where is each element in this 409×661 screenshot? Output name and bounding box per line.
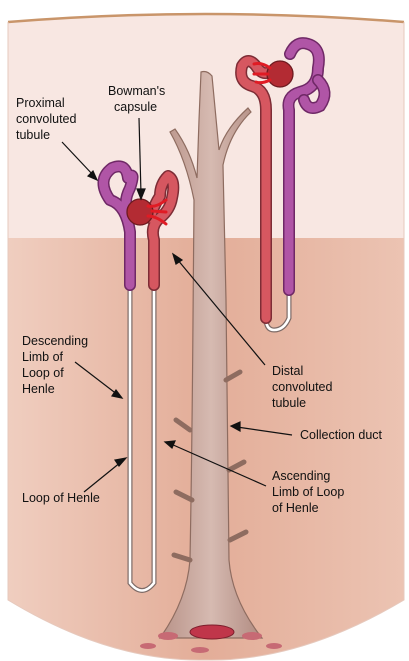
bowmans-capsule-left <box>127 199 153 225</box>
collection-duct-label: Collection duct <box>300 428 383 442</box>
bowmans-capsule-right <box>267 61 293 87</box>
loop-of-henle-label: Loop of Henle <box>22 491 100 505</box>
